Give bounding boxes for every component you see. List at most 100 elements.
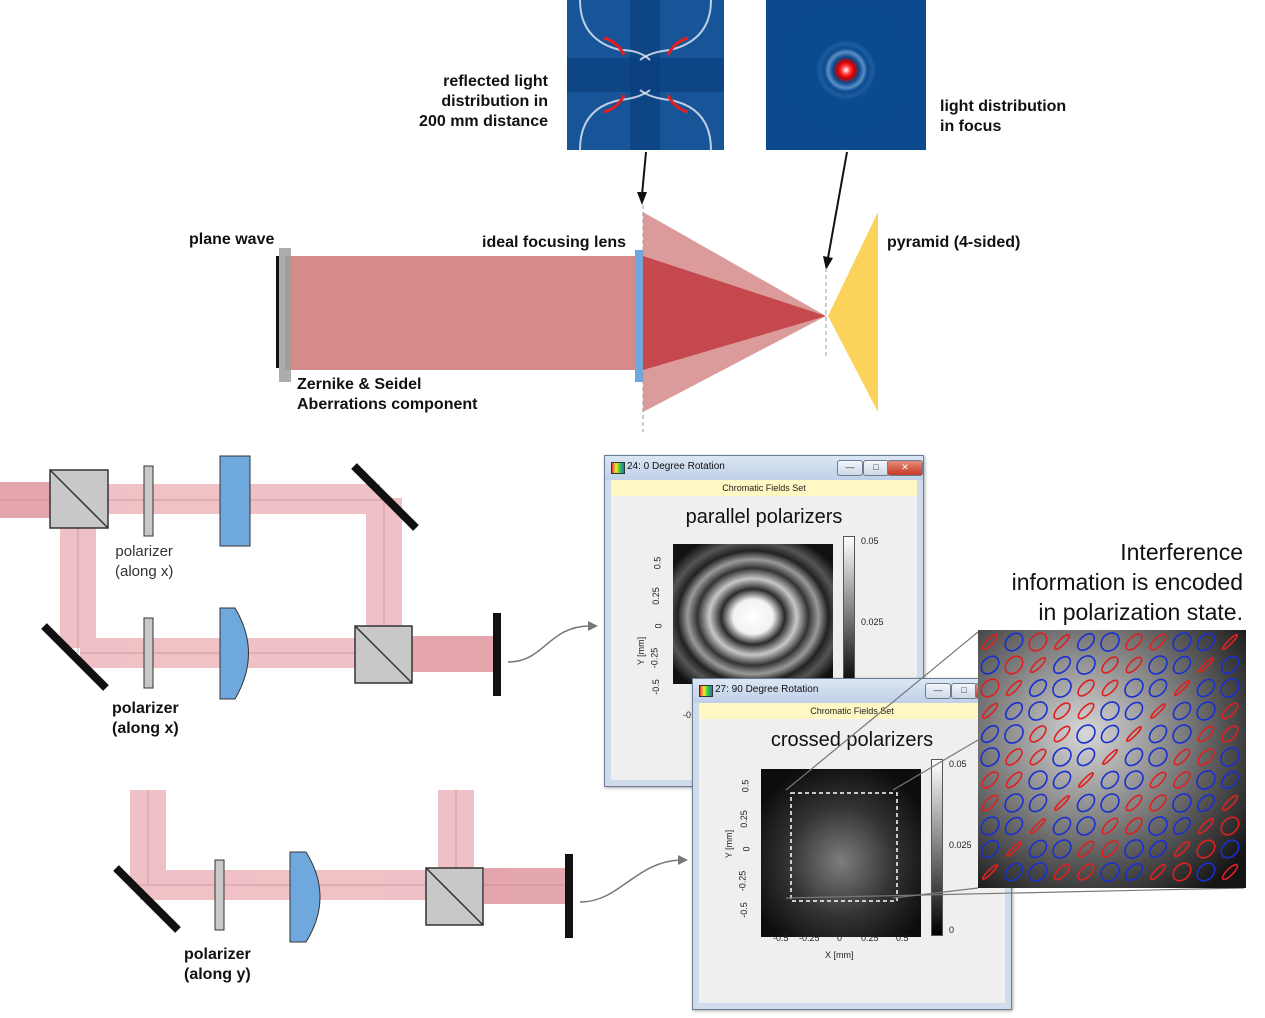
x-tick: 0.5: [896, 933, 909, 943]
polarization-ellipse: [1220, 839, 1240, 859]
colorbar-tick: 0.05: [861, 536, 879, 546]
polarization-ellipse: [1101, 679, 1119, 697]
polarization-ellipse: [1052, 839, 1072, 859]
polarization-ellipse: [980, 724, 1000, 744]
maximize-button[interactable]: □: [951, 683, 977, 699]
y-tick: -0.25: [649, 647, 660, 669]
minimize-button[interactable]: —: [837, 460, 863, 476]
window-titlebar[interactable]: 27: 90 Degree Rotation — □ ✕: [693, 679, 1011, 703]
polarization-ellipse: [1172, 655, 1192, 675]
window-crossed[interactable]: 27: 90 Degree Rotation — □ ✕ Chromatic F…: [692, 678, 1012, 1010]
lens-label: ideal focusing lens: [482, 234, 627, 251]
polarization-ellipse: [981, 863, 999, 881]
polarization-ellipse: [1053, 702, 1071, 720]
subtitle-bar: Chromatic Fields Set: [611, 480, 917, 496]
polarization-ellipse: [1172, 793, 1192, 813]
y-tick: -0.5: [650, 679, 661, 695]
colorbar-tick: 0.025: [861, 617, 884, 627]
maximize-button[interactable]: □: [863, 460, 889, 476]
polarization-ellipse: [980, 678, 1000, 698]
polarization-ellipse: [1100, 862, 1120, 882]
polarization-ellipse: [1221, 863, 1239, 881]
y-tick: -0.5: [738, 902, 749, 918]
polarization-ellipse: [1148, 839, 1168, 859]
polarization-ellipse: [1076, 655, 1096, 675]
polarization-ellipse: [1220, 816, 1240, 836]
polarization-ellipse: [1100, 632, 1120, 652]
polarization-ellipse: [1124, 770, 1144, 790]
close-button[interactable]: ✕: [887, 460, 923, 476]
polarization-ellipse: [1221, 794, 1239, 812]
x-tick: -0.25: [799, 933, 820, 943]
focusing-setup-diagram: [276, 0, 926, 432]
polarization-ellipse: [1100, 770, 1120, 790]
y-axis-label: Y [mm]: [636, 636, 647, 666]
polarization-ellipse: [1028, 678, 1048, 698]
polarization-ellipse: [1028, 770, 1048, 790]
polarization-ellipse: [1076, 724, 1096, 744]
polarization-ellipse: [980, 816, 1000, 836]
polarization-ellipse: [1220, 747, 1240, 767]
polarization-ellipse: [1076, 816, 1096, 836]
polarization-ellipse: [1052, 770, 1072, 790]
polarization-ellipse: [1101, 817, 1119, 835]
polarization-ellipse: [1100, 724, 1120, 744]
polarization-ellipse: [1005, 840, 1023, 858]
minimize-button[interactable]: —: [925, 683, 951, 699]
polarization-ellipse: [1005, 771, 1023, 789]
polarization-ellipse: [1149, 633, 1167, 651]
polarization-ellipse: [1196, 632, 1216, 652]
polarization-ellipse: [1148, 816, 1168, 836]
polarization-ellipse: [1196, 770, 1216, 790]
polarization-ellipse: [1053, 863, 1071, 881]
polarization-ellipse: [1125, 725, 1143, 743]
polarization-ellipse: [1173, 771, 1191, 789]
window-titlebar[interactable]: 24: 0 Degree Rotation — □ ✕: [605, 456, 923, 480]
polarization-ellipse: [1149, 863, 1167, 881]
polarization-ellipse: [1028, 862, 1048, 882]
polarization-ellipse: [1124, 678, 1144, 698]
polarization-ellipse: [1196, 678, 1216, 698]
polarization-ellipse: [1172, 632, 1192, 652]
polarization-ellipse: [1172, 701, 1192, 721]
polarization-ellipse: [1124, 839, 1144, 859]
polarization-ellipse: [1053, 633, 1071, 651]
polarization-ellipse: [981, 794, 999, 812]
polarization-ellipse: [980, 747, 1000, 767]
polarization-ellipse: [1221, 702, 1239, 720]
polarization-ellipse: [1220, 655, 1240, 675]
colorbar-tick: 0.05: [949, 759, 967, 769]
polarization-ellipse: [1077, 702, 1095, 720]
y-tick: -0.25: [737, 870, 748, 892]
polarization-ellipse: [1028, 839, 1048, 859]
polarization-ellipse: [1125, 794, 1143, 812]
plane-wave-label: plane wave: [189, 231, 275, 248]
polarization-ellipse: [1077, 840, 1095, 858]
x-tick: 0.25: [861, 933, 879, 943]
polarization-ellipse: [1149, 702, 1167, 720]
polarization-ellipse: [1172, 862, 1192, 882]
polarization-ellipse: [1028, 701, 1048, 721]
polarization-ellipse: [1052, 678, 1072, 698]
polarization-ellipse: [1052, 655, 1072, 675]
polarization-ellipse: [1004, 632, 1024, 652]
polarization-ellipse: [1196, 839, 1216, 859]
polarization-ellipse: [981, 702, 999, 720]
polarization-ellipse: [1220, 678, 1240, 698]
polarization-ellipse: [1173, 679, 1191, 697]
plot-title: crossed polarizers: [770, 729, 934, 751]
polarization-ellipse: [1197, 725, 1215, 743]
polarization-ellipse: [1004, 793, 1024, 813]
y-tick: 0.25: [738, 810, 749, 828]
polarization-ellipse: [1172, 816, 1192, 836]
polarization-ellipse: [1196, 701, 1216, 721]
polarization-ellipse: [1196, 862, 1216, 882]
plot-title: parallel polarizers: [685, 506, 843, 528]
polarizer-top-label: polarizer (along x): [115, 543, 174, 580]
polarization-ellipse: [981, 633, 999, 651]
reflected-light-image: [567, 0, 724, 151]
polarization-ellipse: [1029, 748, 1047, 766]
y-tick: 0.25: [650, 587, 661, 605]
plot-area: crossed polarizers Y [mm] 0.5 0.25 0 -0.…: [699, 719, 1005, 1003]
polarization-ellipse: [1028, 793, 1048, 813]
